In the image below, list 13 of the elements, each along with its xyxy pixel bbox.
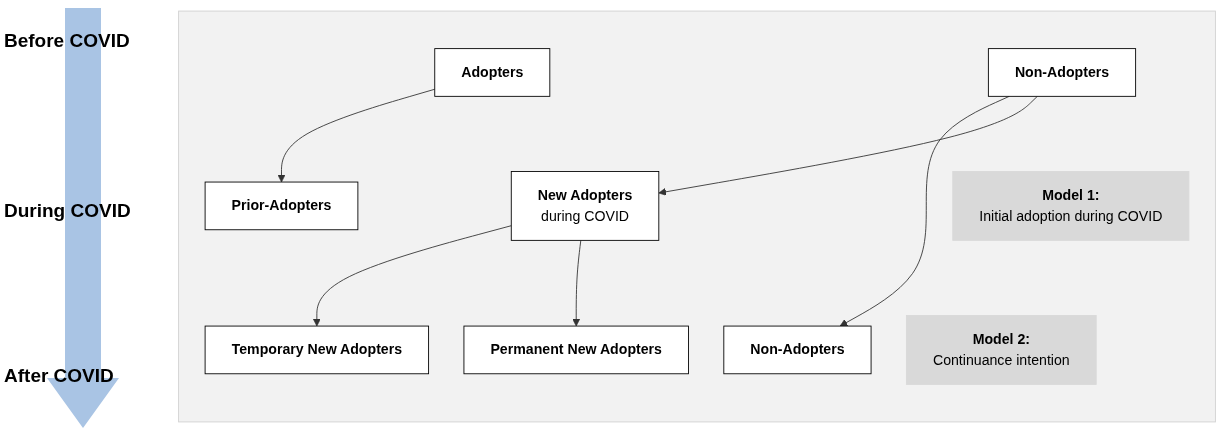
cluster (178, 10, 1216, 423)
node-box: Prior-Adopters (204, 181, 359, 231)
node-box: Non-Adopters (723, 325, 872, 375)
timeline-label: Before COVID (4, 30, 130, 52)
node-box: Adopters (434, 48, 551, 97)
node-box: Model 2: Continuance intention (905, 315, 1097, 385)
node-box: New Adopters during COVID (510, 171, 660, 241)
timeline-label: After COVID (4, 365, 114, 387)
node-box: Non-Adopters (987, 48, 1137, 97)
node-box: Temporary New Adopters (204, 325, 430, 375)
node-box: Permanent New Adopters (463, 325, 689, 375)
node-box: Model 1: Initial adoption during COVID (952, 171, 1190, 241)
timeline-label: During COVID (4, 200, 131, 222)
